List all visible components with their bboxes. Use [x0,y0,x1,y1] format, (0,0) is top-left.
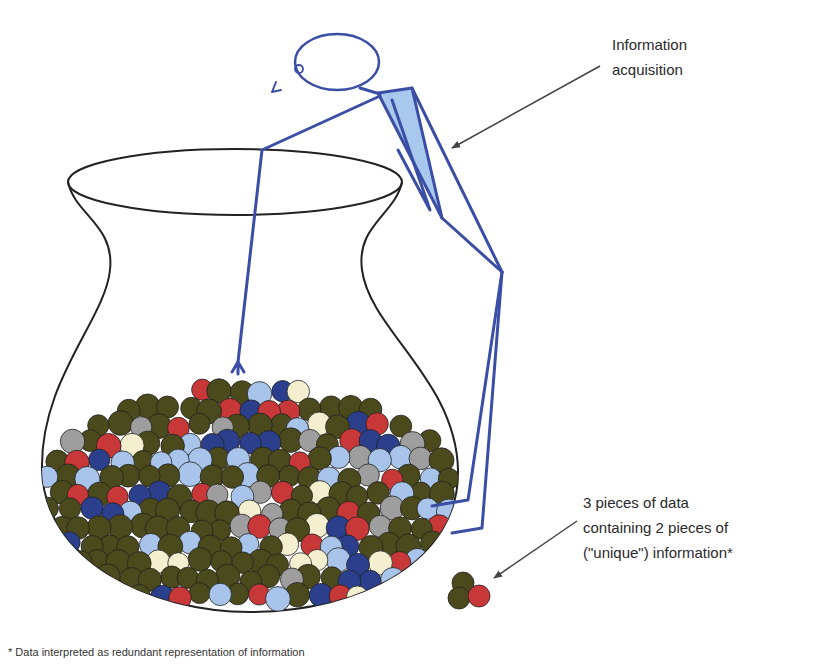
hand [232,362,244,374]
hip-line [442,218,502,272]
data-ball [36,497,58,519]
leader-line [452,66,600,148]
vase-rim [68,149,402,215]
annotation-label: 3 pieces of data containing 2 pieces of … [583,490,753,565]
data-ball [189,583,210,604]
data-ball [266,587,291,612]
annotation-label: Information acquisition [612,32,712,82]
data-ball [221,466,244,489]
data-ball [189,413,210,434]
data-ball [108,411,133,436]
data-ball [59,532,80,553]
mouth [272,82,281,92]
data-ball [448,587,470,609]
leader-line [494,521,577,578]
data-ball [468,585,490,607]
data-ball [178,462,203,487]
leg [452,272,502,533]
data-ball [209,583,231,605]
data-ball [169,587,192,610]
data-ball [129,585,150,606]
neck [360,88,380,94]
arm [238,96,380,362]
data-balls [36,379,461,612]
stick-figure [232,34,502,533]
head [295,34,379,90]
back-line [412,88,502,272]
eye [295,65,303,73]
picked-data [448,572,490,609]
data-ball [96,564,121,589]
arm [392,100,430,210]
data-ball [60,429,84,453]
data-ball [380,568,405,593]
footnote: * Data interpreted as redundant represen… [8,645,608,659]
data-ball [69,551,92,574]
data-ball [347,586,369,608]
data-ball [59,498,80,519]
torso [378,88,442,218]
